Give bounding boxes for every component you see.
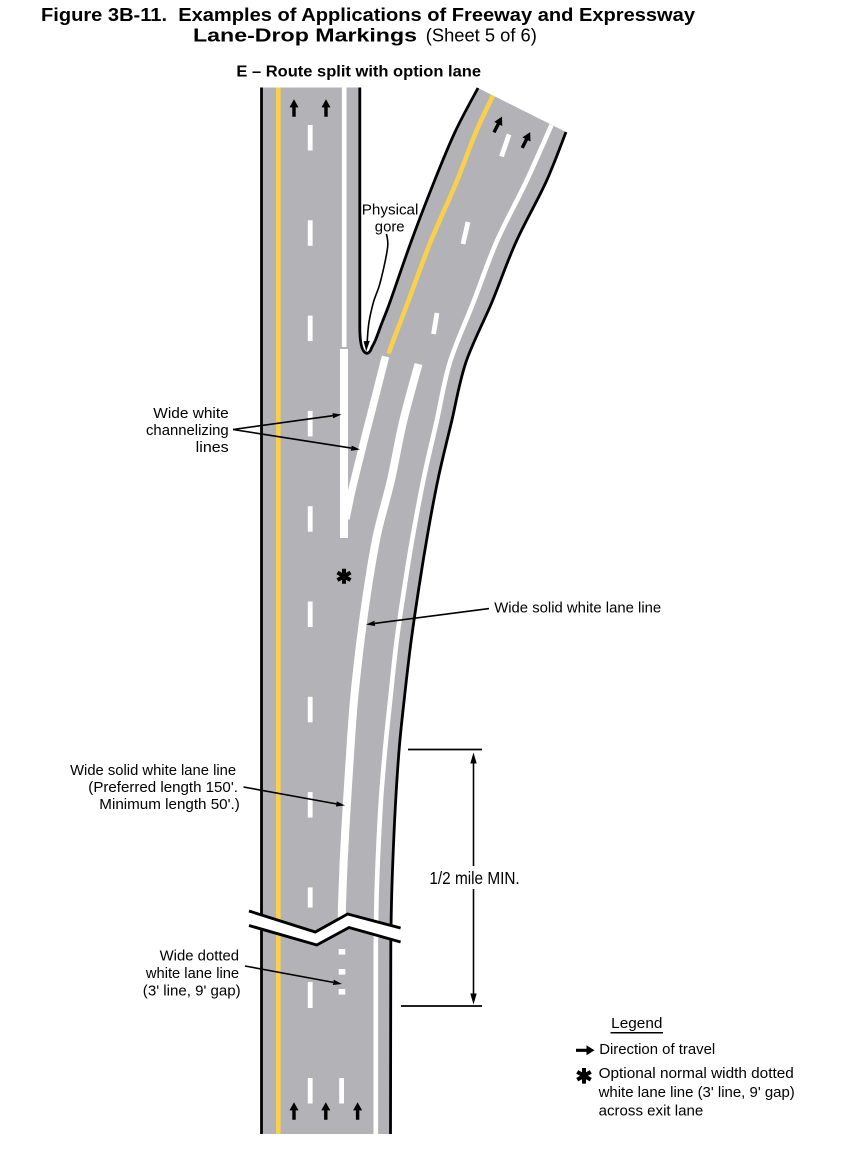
- svg-text:Wide dotted: Wide dotted: [160, 948, 240, 965]
- svg-text:(3' line, 9' gap): (3' line, 9' gap): [143, 982, 241, 999]
- svg-text:across exit lane: across exit lane: [599, 1103, 704, 1120]
- svg-text:Physical: Physical: [362, 201, 419, 218]
- svg-text:Direction of travel: Direction of travel: [599, 1041, 715, 1058]
- svg-text:Figure 3B-11. Examples of App: Figure 3B-11. Examples of Applications o…: [41, 4, 696, 25]
- svg-text:channelizing: channelizing: [146, 422, 229, 439]
- svg-text:white lane line: white lane line: [145, 965, 239, 982]
- svg-text:Wide solid white lane line: Wide solid white lane line: [70, 762, 236, 779]
- svg-text:gore: gore: [375, 218, 405, 235]
- svg-text:lines: lines: [196, 439, 229, 456]
- svg-text:Optional normal width dotted: Optional normal width dotted: [599, 1065, 794, 1082]
- svg-text:white lane line (3' line, 9' g: white lane line (3' line, 9' gap): [598, 1084, 795, 1101]
- svg-text:(Sheet 5 of 6): (Sheet 5 of 6): [426, 25, 537, 46]
- svg-text:E – Route split with option la: E – Route split with option lane: [236, 64, 481, 81]
- svg-text:Wide solid white lane line: Wide solid white lane line: [494, 600, 661, 617]
- svg-text:Lane-Drop Markings: Lane-Drop Markings: [193, 25, 417, 46]
- svg-text:Legend: Legend: [611, 1015, 662, 1032]
- svg-text:Wide white: Wide white: [153, 405, 228, 422]
- svg-text:1/2 mile MIN.: 1/2 mile MIN.: [429, 868, 519, 888]
- svg-text:Minimum length 50'.): Minimum length 50'.): [99, 796, 240, 813]
- svg-text:(Preferred length 150'.: (Preferred length 150'.: [88, 779, 238, 796]
